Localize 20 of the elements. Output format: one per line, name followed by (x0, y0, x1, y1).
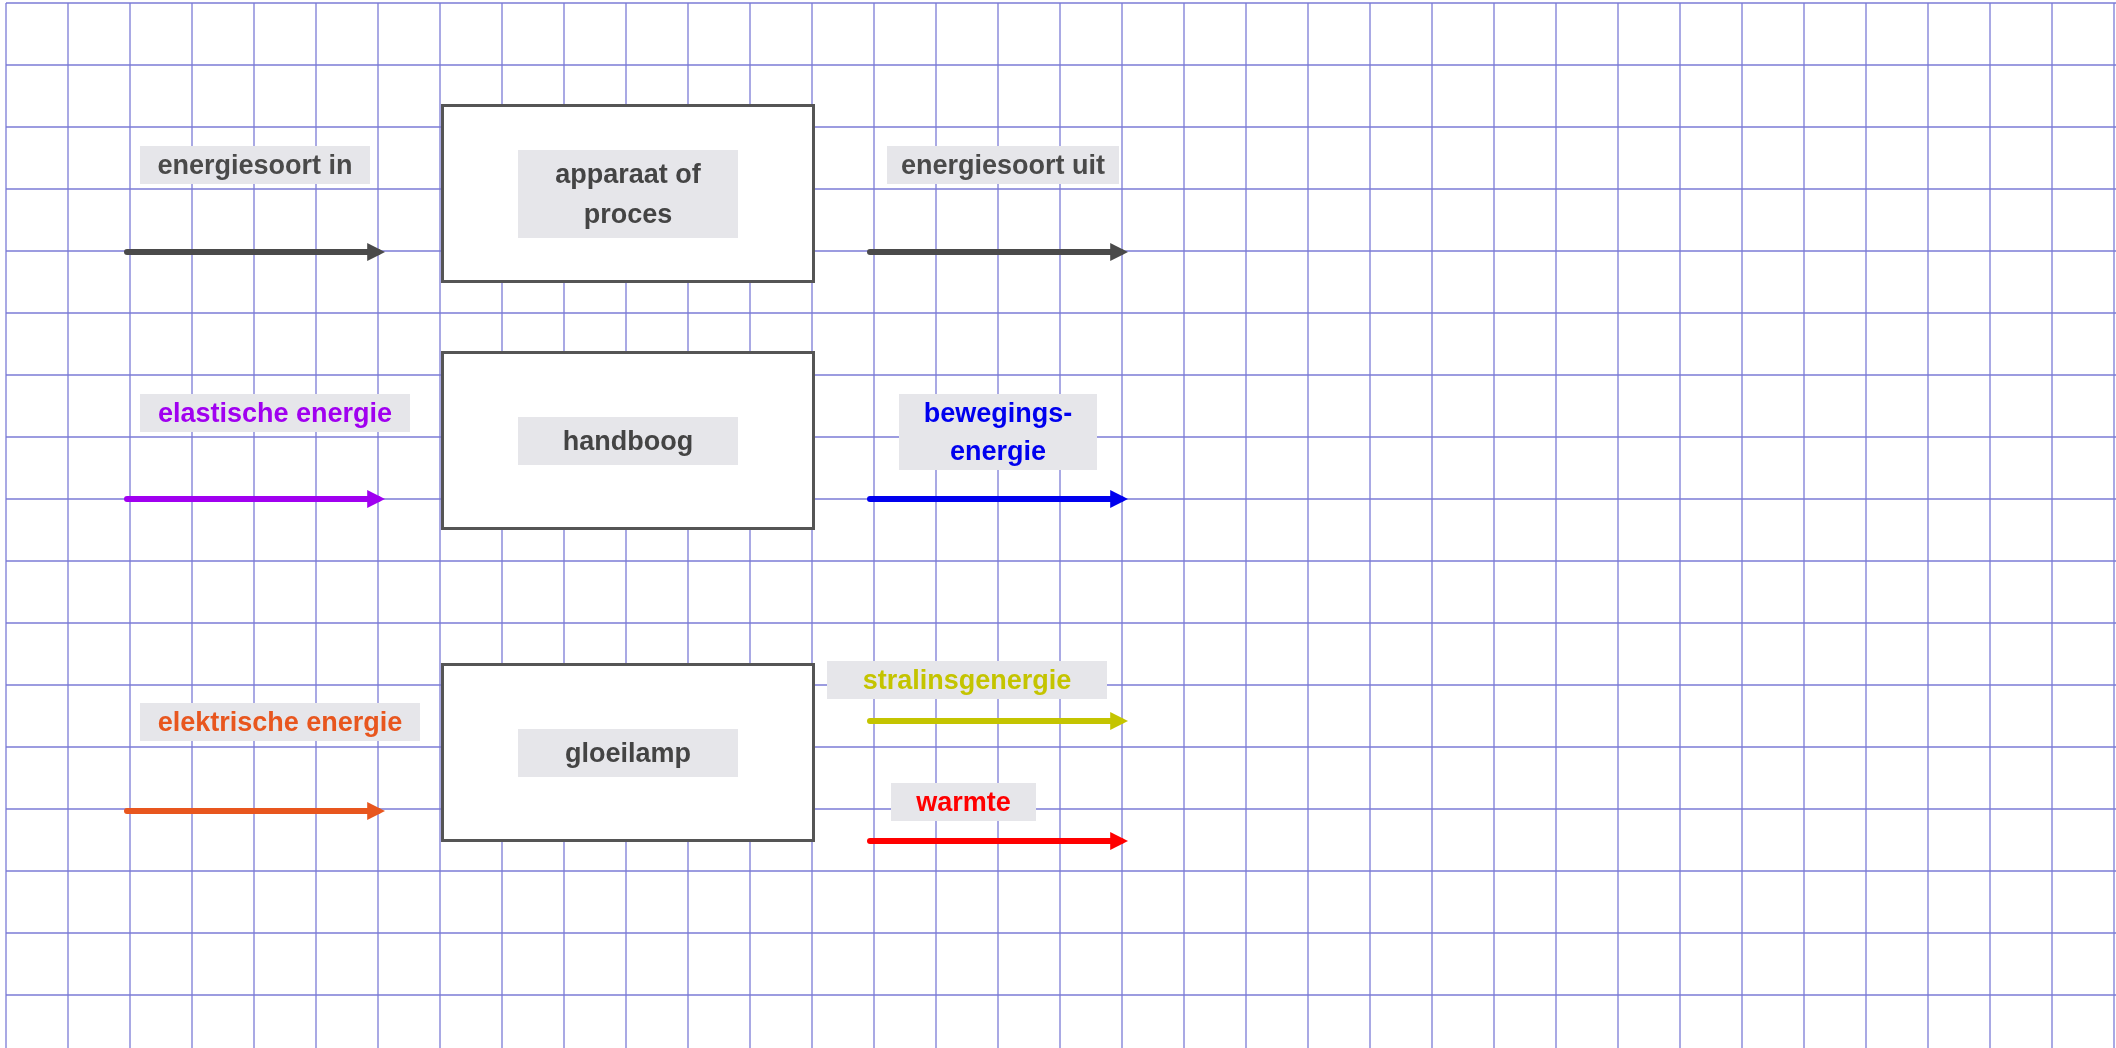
arrow (124, 802, 386, 820)
process-box (441, 104, 815, 283)
box-label: handboog (518, 416, 738, 465)
arrow (867, 712, 1129, 730)
edge-label: elastische energie (140, 394, 410, 432)
arrow (124, 490, 386, 508)
arrow (867, 490, 1129, 508)
edge-label: warmte (891, 783, 1036, 821)
arrow (867, 832, 1129, 850)
process-box (441, 663, 815, 842)
edge-label: energiesoort uit (887, 146, 1119, 184)
edge-label: bewegings-energie (899, 394, 1097, 470)
arrow (867, 243, 1129, 261)
process-box (441, 351, 815, 530)
edge-label: stralinsgenergie (827, 661, 1107, 699)
arrow (124, 243, 386, 261)
edge-label: elektrische energie (140, 703, 420, 741)
box-label: apparaat of proces (518, 149, 738, 238)
edge-label: energiesoort in (140, 146, 370, 184)
box-label: gloeilamp (518, 728, 738, 777)
